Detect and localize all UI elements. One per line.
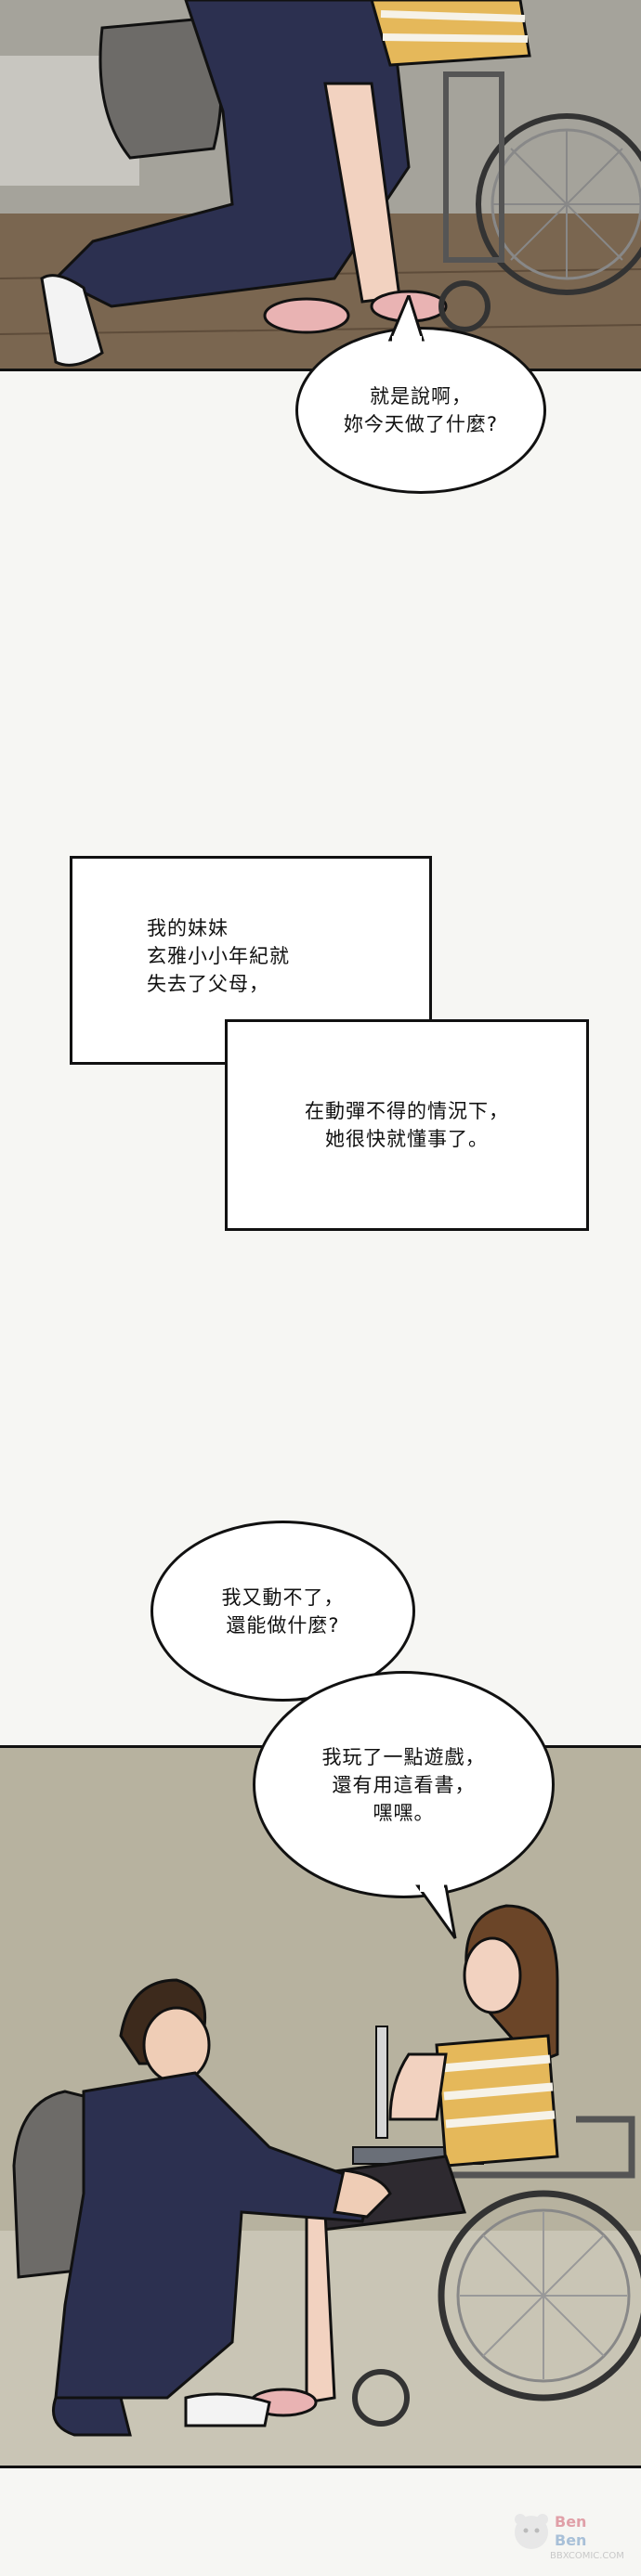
narration-text: 失去了父母， bbox=[147, 973, 269, 995]
speech-text: 還能做什麼? bbox=[226, 1613, 340, 1637]
speech-text: 我又動不了， bbox=[221, 1586, 345, 1609]
svg-text:Ben: Ben bbox=[555, 2513, 586, 2531]
narration-text: 我的妹妹 bbox=[147, 917, 229, 939]
narration-text: 玄雅小小年紀就 bbox=[147, 945, 290, 967]
panel-bottom-illustration bbox=[0, 1748, 641, 2467]
narration-text: 在動彈不得的情況下， bbox=[305, 1100, 509, 1122]
watermark-logo: Ben Ben BBXCOMIC.COM bbox=[504, 2506, 624, 2571]
speech-bubble-1: 就是說啊， 妳今天做了什麼? bbox=[295, 327, 546, 494]
speech-text: 嘿嘿。 bbox=[373, 1801, 435, 1824]
speech-bubble-2: 我又動不了， 還能做什麼? bbox=[150, 1521, 415, 1702]
panel-top-illustration bbox=[0, 0, 641, 369]
speech-bubble-3: 我玩了一點遊戲， 還有用這看書， 嘿嘿。 bbox=[253, 1671, 555, 1898]
narration-box-2: 在動彈不得的情況下， 她很快就懂事了。 bbox=[225, 1019, 589, 1231]
watermark-text: BBXCOMIC.COM bbox=[550, 2551, 624, 2561]
narration-text: 她很快就懂事了。 bbox=[325, 1128, 489, 1150]
speech-bubble-tail bbox=[387, 295, 425, 342]
panel-border bbox=[0, 2466, 641, 2468]
speech-text: 就是說啊， bbox=[370, 385, 472, 408]
speech-text: 我玩了一點遊戲， bbox=[321, 1745, 486, 1768]
speech-text: 妳今天做了什麼? bbox=[343, 413, 499, 435]
comic-panel-top bbox=[0, 0, 641, 369]
bear-logo-icon: Ben Ben bbox=[515, 2513, 586, 2549]
svg-text:Ben: Ben bbox=[555, 2531, 586, 2549]
speech-text: 還有用這看書， bbox=[332, 1773, 476, 1796]
speech-bubble-tail bbox=[415, 1884, 457, 1939]
